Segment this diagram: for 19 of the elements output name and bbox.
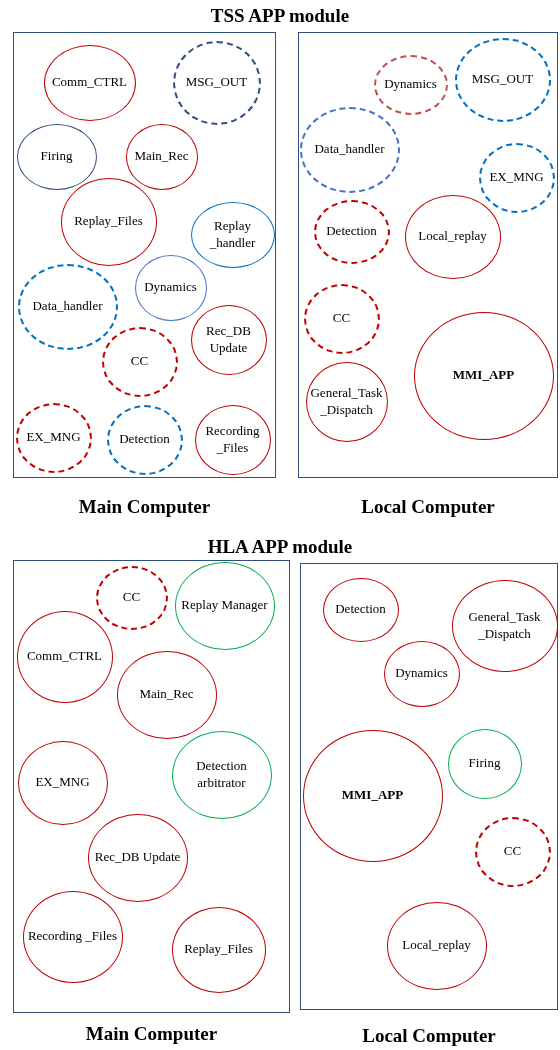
module-circle: CC <box>303 283 380 354</box>
module-circle: MSG_OUT <box>172 40 261 125</box>
module-circle: EX_MNG <box>15 402 92 473</box>
module-circle: Dynamics <box>373 54 448 115</box>
panel-caption: Main Computer <box>77 496 212 518</box>
module-circle: MSG_OUT <box>454 37 551 122</box>
module-heading: HLA APP module <box>206 536 354 558</box>
module-circle: EX_MNG <box>478 142 555 213</box>
module-circle: Data_handler <box>17 263 118 350</box>
module-circle: CC <box>95 565 168 630</box>
panel-caption: Local Computer <box>361 1025 497 1047</box>
module-circle: CC <box>101 326 178 397</box>
module-heading: TSS APP module <box>209 5 351 27</box>
module-circle: Detection <box>313 199 390 264</box>
module-circle: CC <box>474 816 551 887</box>
module-circle: Detection <box>106 404 183 475</box>
panel-caption: Local Computer <box>360 496 496 518</box>
panel-caption: Main Computer <box>84 1023 219 1045</box>
module-circle: Data_handler <box>299 106 400 193</box>
